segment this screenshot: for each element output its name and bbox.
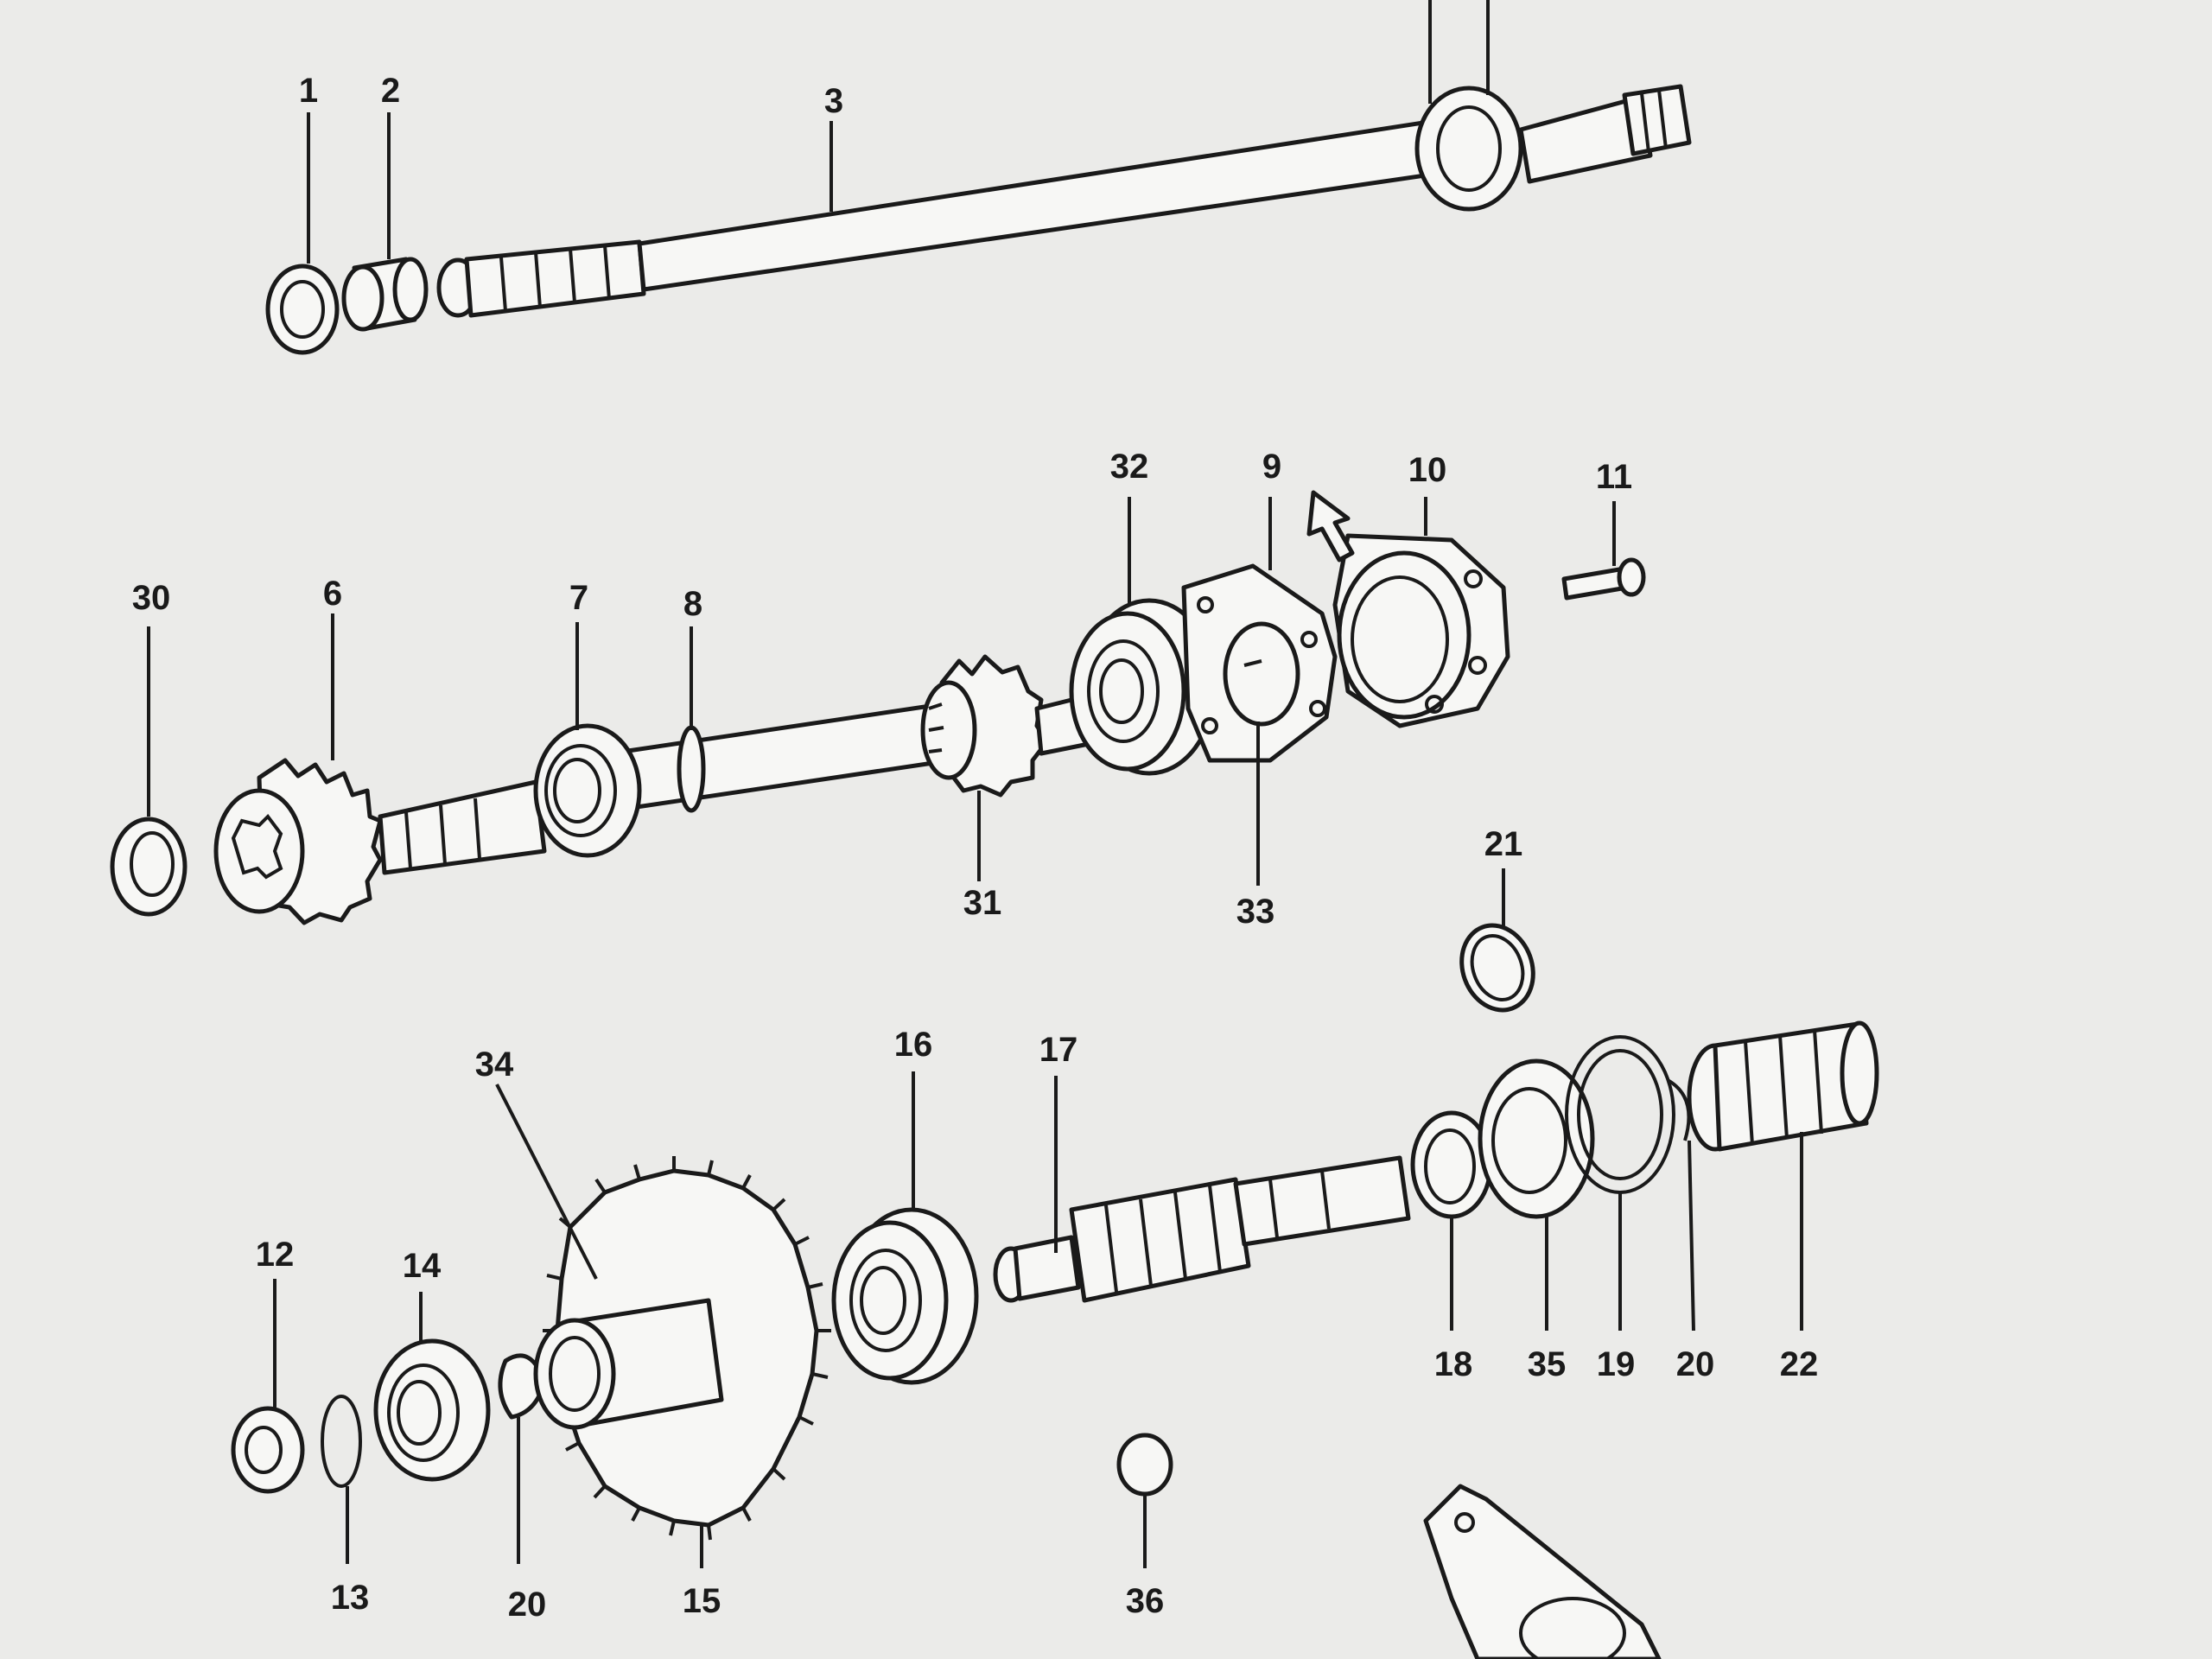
bracket-plate <box>1423 1484 1662 1659</box>
callout-13: 13 <box>331 1579 370 1617</box>
callout-32: 32 <box>1110 448 1149 486</box>
callout-2: 2 <box>381 72 400 110</box>
direction-arrow-icon <box>1306 490 1355 563</box>
part-17-shaft <box>993 1155 1411 1303</box>
part-21-ring <box>1459 923 1535 1013</box>
callout-3: 3 <box>824 82 843 120</box>
callout-21: 21 <box>1484 825 1523 863</box>
callout-36: 36 <box>1126 1582 1165 1620</box>
callout-9: 9 <box>1262 448 1281 486</box>
callout-15: 15 <box>683 1582 721 1620</box>
part-31-small-gear <box>920 654 1096 798</box>
callout-30: 30 <box>132 579 171 617</box>
bottom-shaft-assembly <box>231 1020 1879 1659</box>
part-12-nut <box>231 1406 305 1494</box>
part-6-gear <box>213 758 383 925</box>
part-30-ring <box>110 817 188 917</box>
callout-16: 16 <box>894 1026 933 1064</box>
callout-7: 7 <box>569 579 588 617</box>
part-14-bearing <box>373 1338 491 1482</box>
callout-17: 17 <box>1039 1031 1078 1069</box>
callout-18: 18 <box>1434 1345 1473 1383</box>
callout-1: 1 <box>299 72 318 110</box>
part-2-bushing <box>341 257 429 332</box>
callout-10: 10 <box>1408 451 1447 489</box>
middle-shaft-assembly <box>110 490 1646 1013</box>
callout-20-left: 20 <box>508 1586 547 1624</box>
callout-22: 22 <box>1780 1345 1819 1383</box>
part-7-bearing <box>533 723 642 858</box>
part-22-splined-shaft <box>1687 1020 1879 1152</box>
part-13-washer <box>321 1395 362 1488</box>
callout-11: 11 <box>1596 458 1632 496</box>
part-1-seal-ring <box>265 264 340 355</box>
top-shaft-assembly <box>265 0 1692 355</box>
callout-35: 35 <box>1528 1345 1567 1383</box>
callout-numbers: 1 2 3 30 6 7 8 32 9 10 11 31 33 21 34 16… <box>132 72 1819 1624</box>
part-33-key <box>1243 659 1262 667</box>
part-3-long-shaft <box>436 0 1692 318</box>
callout-6: 6 <box>323 575 342 613</box>
part-35-bearing <box>1478 1058 1595 1219</box>
callout-12: 12 <box>256 1236 295 1274</box>
part-20-clip <box>1666 1078 1691 1141</box>
callout-33: 33 <box>1236 893 1275 931</box>
leader-lines <box>147 112 1803 1568</box>
part-8-shaft <box>378 697 969 875</box>
callout-20-right: 20 <box>1676 1345 1715 1383</box>
part-11-bolt <box>1561 557 1646 601</box>
callout-14: 14 <box>403 1247 442 1285</box>
part-36-plug <box>1116 1433 1173 1497</box>
callout-8: 8 <box>683 585 702 623</box>
callout-34: 34 <box>475 1046 514 1084</box>
part-20-spacer <box>498 1353 547 1420</box>
part-16-bearing <box>831 1207 979 1385</box>
callout-19: 19 <box>1597 1345 1636 1383</box>
part-10-housing <box>1332 533 1510 728</box>
part-34-hub <box>533 1298 724 1430</box>
callout-31: 31 <box>963 884 1002 922</box>
